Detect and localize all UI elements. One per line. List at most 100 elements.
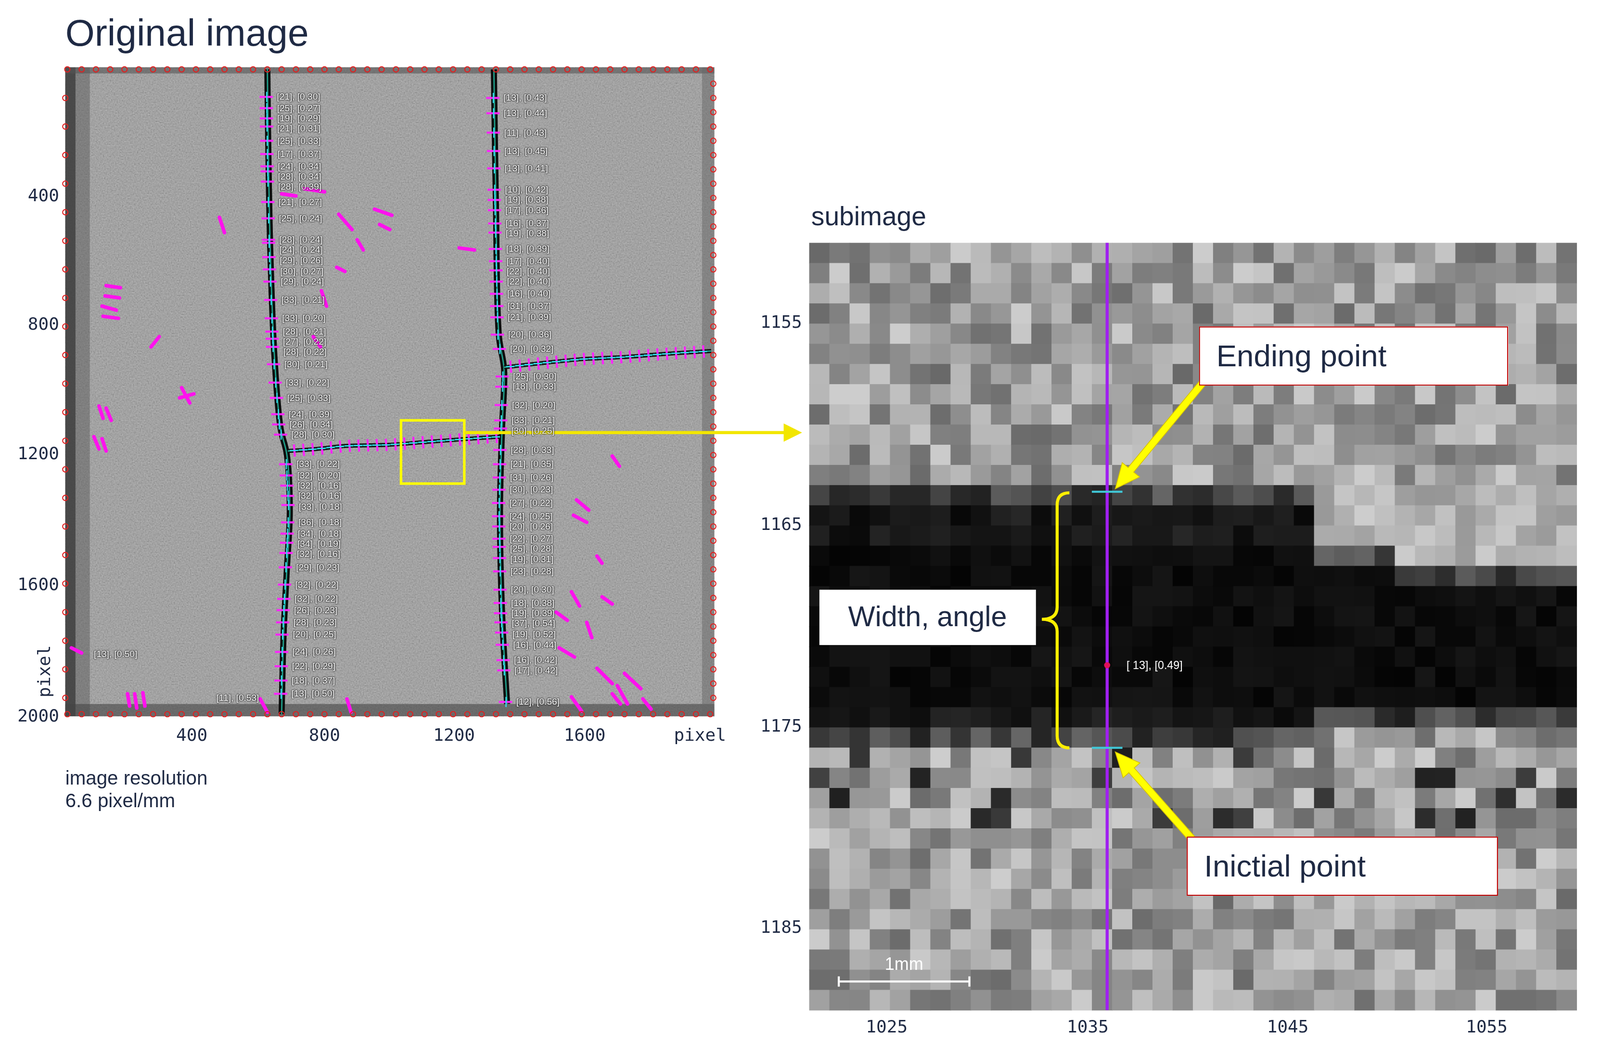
pixel <box>1051 424 1073 446</box>
pixel <box>1415 929 1436 950</box>
pixel <box>1233 565 1255 587</box>
point-mark <box>269 264 271 275</box>
pixel <box>1314 767 1335 789</box>
pixel <box>1495 464 1517 486</box>
pixel <box>869 424 891 446</box>
pixel <box>869 868 891 890</box>
pixel <box>970 424 992 446</box>
pixel <box>1152 908 1174 930</box>
pixel <box>1515 626 1537 647</box>
point-mark <box>515 364 524 367</box>
pixel <box>1213 646 1234 667</box>
pixel <box>1374 282 1396 304</box>
pixel <box>1253 282 1275 304</box>
point-mark <box>281 661 283 672</box>
edge-marker <box>393 711 399 717</box>
point-mark <box>427 440 436 443</box>
pixel <box>1415 626 1436 647</box>
pixel <box>1192 989 1214 1011</box>
pixel <box>1192 303 1214 324</box>
pixel <box>930 545 951 567</box>
pixel <box>1536 706 1557 728</box>
point-mark <box>266 121 269 132</box>
defect-mark <box>556 612 568 621</box>
point-mark <box>499 343 501 354</box>
crack-measure: [21], [0.30] <box>276 91 320 103</box>
edge-marker <box>107 711 114 717</box>
pixel <box>1515 868 1537 890</box>
pixel <box>1293 606 1315 628</box>
pixel <box>930 404 951 425</box>
pixel <box>1334 424 1356 446</box>
pixel <box>889 464 911 486</box>
pixel <box>1293 242 1315 264</box>
pixel <box>1395 565 1416 587</box>
edge-marker <box>710 694 717 701</box>
pixel <box>1334 525 1356 547</box>
pixel <box>1515 767 1537 789</box>
start-tick <box>1091 746 1123 749</box>
edge-marker <box>521 711 527 717</box>
pixel <box>889 565 911 587</box>
edge-marker <box>450 66 456 73</box>
pixel <box>1112 505 1133 526</box>
pixel <box>1132 929 1153 950</box>
pixel <box>1515 525 1537 547</box>
pixel <box>1192 747 1214 768</box>
pixel <box>1515 888 1537 910</box>
pixel <box>970 282 992 304</box>
concrete-photo <box>62 66 717 717</box>
edge-marker <box>62 552 68 558</box>
point-mark <box>495 265 498 276</box>
pixel <box>889 686 911 708</box>
pixel <box>1051 323 1073 345</box>
pixel <box>1334 666 1356 688</box>
pixel <box>1314 929 1335 950</box>
point-mark <box>409 442 418 444</box>
pixel <box>1031 828 1052 849</box>
defect-mark <box>134 693 137 708</box>
pixel <box>1091 767 1113 789</box>
pixel <box>1455 444 1476 466</box>
pixel <box>1395 807 1416 829</box>
pixel <box>990 384 1012 405</box>
pixel <box>1354 747 1376 768</box>
pixel <box>950 929 972 950</box>
pixel <box>1152 848 1174 870</box>
pixel <box>1071 828 1093 849</box>
edge-marker <box>707 711 713 717</box>
pixel <box>809 949 831 971</box>
pixel <box>970 464 992 486</box>
pixel <box>1354 606 1376 628</box>
pixel <box>1233 384 1255 405</box>
pixel <box>1233 444 1255 466</box>
pixel <box>1011 424 1032 446</box>
pixel <box>889 424 911 446</box>
pixel <box>1233 989 1255 1011</box>
pixel <box>1536 343 1557 365</box>
pixel <box>1071 384 1093 405</box>
pixel <box>1213 485 1234 506</box>
pixel <box>849 282 871 304</box>
pixel <box>1253 505 1275 526</box>
edge-marker <box>578 711 585 717</box>
pixel <box>1112 525 1133 547</box>
edge-marker <box>62 209 68 215</box>
pixel <box>909 646 931 667</box>
edge-marker <box>221 711 228 717</box>
pixel <box>950 424 972 446</box>
pixel <box>1071 949 1093 971</box>
pixel <box>1536 989 1557 1011</box>
pixel <box>809 686 831 708</box>
pixel <box>1293 262 1315 284</box>
edge-marker <box>464 711 471 717</box>
point-mark <box>505 696 507 707</box>
edge-marker <box>710 409 717 415</box>
pixel <box>889 444 911 466</box>
pixel <box>869 444 891 466</box>
pixel <box>1314 706 1335 728</box>
pixel <box>849 807 871 829</box>
pixel <box>1192 626 1214 647</box>
pixel <box>909 242 931 264</box>
pixel <box>1132 505 1153 526</box>
